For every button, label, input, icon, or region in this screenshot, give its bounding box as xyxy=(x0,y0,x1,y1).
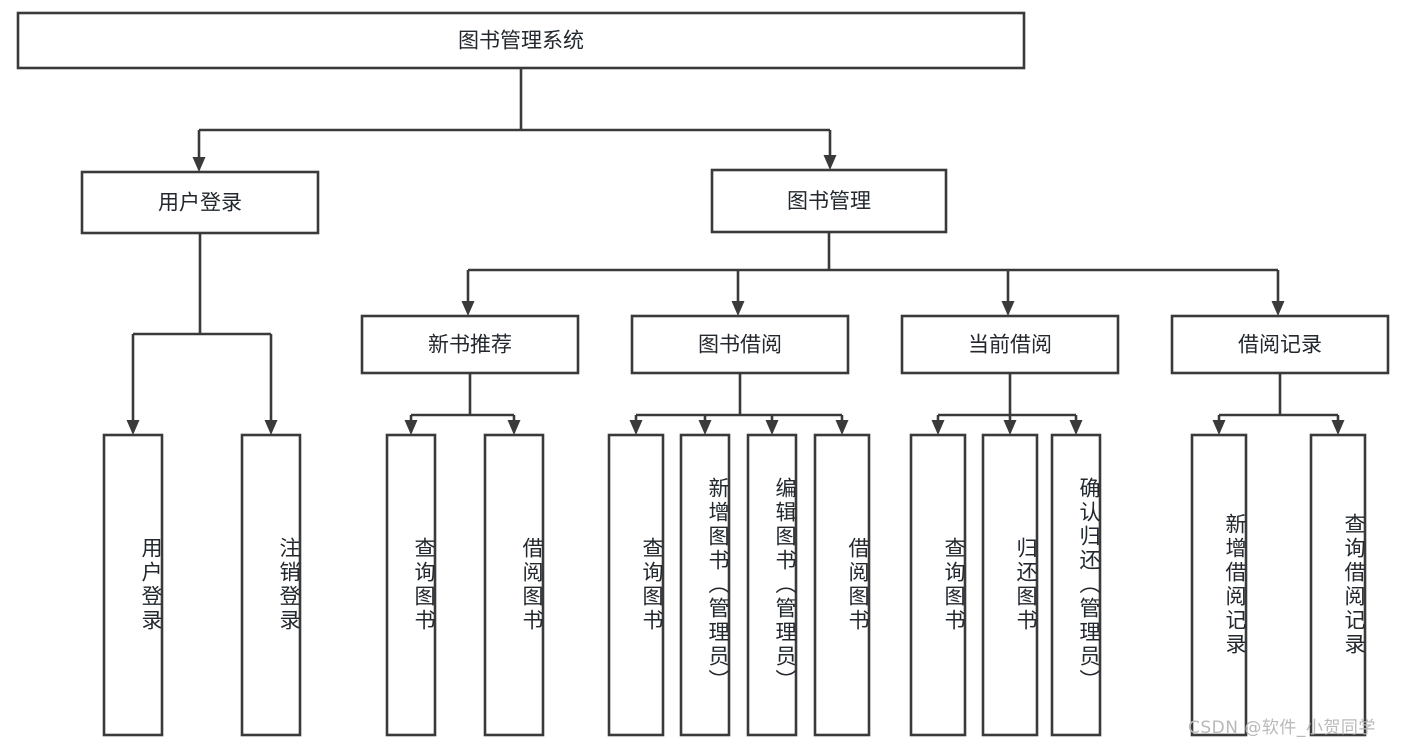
manage-to-level2-arrow-1-head xyxy=(731,301,745,316)
node-box-leaf-0[interactable] xyxy=(102,433,164,737)
node-box-level1-1[interactable] xyxy=(710,168,948,234)
node-box-leaf-10[interactable] xyxy=(1050,433,1102,737)
node-box-leaf-9[interactable] xyxy=(981,433,1039,737)
node-label-level1-1: 图书管理 xyxy=(787,189,871,213)
manage-to-level2-arrow-3-head xyxy=(1271,301,1285,316)
node-box-leaf-1[interactable] xyxy=(240,433,302,737)
leaf-arrow-1-1-head xyxy=(698,420,712,435)
node-box-leaf-4[interactable] xyxy=(607,433,665,737)
node-box-leaf-2[interactable] xyxy=(385,433,437,737)
leaf-arrow-2-1-head xyxy=(1003,420,1017,435)
leaf-arrow-2-0-head xyxy=(931,420,945,435)
login-leaf-arrow-0-head xyxy=(126,420,140,435)
leaf-arrow-3-0-head xyxy=(1212,420,1226,435)
node-boxes-layer xyxy=(16,11,1390,737)
node-box-level1-0[interactable] xyxy=(80,170,320,235)
connector-edges-layer xyxy=(126,68,1345,435)
node-box-level2-2[interactable] xyxy=(900,314,1120,375)
node-label-level2-0: 新书推荐 xyxy=(428,333,512,357)
manage-to-level2-arrow-0-head xyxy=(461,301,475,316)
leaf-arrow-0-1-head xyxy=(507,420,521,435)
node-box-leaf-6[interactable] xyxy=(746,433,798,737)
node-label-level2-1: 图书借阅 xyxy=(698,333,782,357)
root-to-level1-arrow-1-head xyxy=(823,155,837,170)
root-to-level1-arrow-0-head xyxy=(192,157,206,172)
node-box-leaf-8[interactable] xyxy=(909,433,967,737)
node-box-leaf-7[interactable] xyxy=(813,433,871,737)
leaf-arrow-0-0-head xyxy=(404,420,418,435)
node-label-level2-2: 当前借阅 xyxy=(968,333,1052,357)
manage-to-level2-arrow-2-head xyxy=(1001,301,1015,316)
node-box-leaf-3[interactable] xyxy=(483,433,545,737)
node-box-leaf-12[interactable] xyxy=(1309,433,1367,737)
node-label-level1-0: 用户登录 xyxy=(158,191,242,215)
leaf-arrow-1-3-head xyxy=(835,420,849,435)
node-box-level2-3[interactable] xyxy=(1170,314,1390,375)
node-box-root[interactable] xyxy=(16,11,1026,70)
node-box-level2-1[interactable] xyxy=(630,314,850,375)
node-box-leaf-11[interactable] xyxy=(1190,433,1248,737)
leaf-arrow-1-2-head xyxy=(765,420,779,435)
login-leaf-arrow-1-head xyxy=(264,420,278,435)
leaf-arrow-2-2-head xyxy=(1069,420,1083,435)
leaf-arrow-1-0-head xyxy=(629,420,643,435)
leaf-arrow-3-1-head xyxy=(1331,420,1345,435)
watermark-text: CSDN @软件_小贺同学 xyxy=(1188,718,1376,738)
node-box-level2-0[interactable] xyxy=(360,314,580,375)
node-box-leaf-5[interactable] xyxy=(679,433,731,737)
node-label-level2-3: 借阅记录 xyxy=(1238,333,1322,357)
node-label-root: 图书管理系统 xyxy=(458,29,584,53)
